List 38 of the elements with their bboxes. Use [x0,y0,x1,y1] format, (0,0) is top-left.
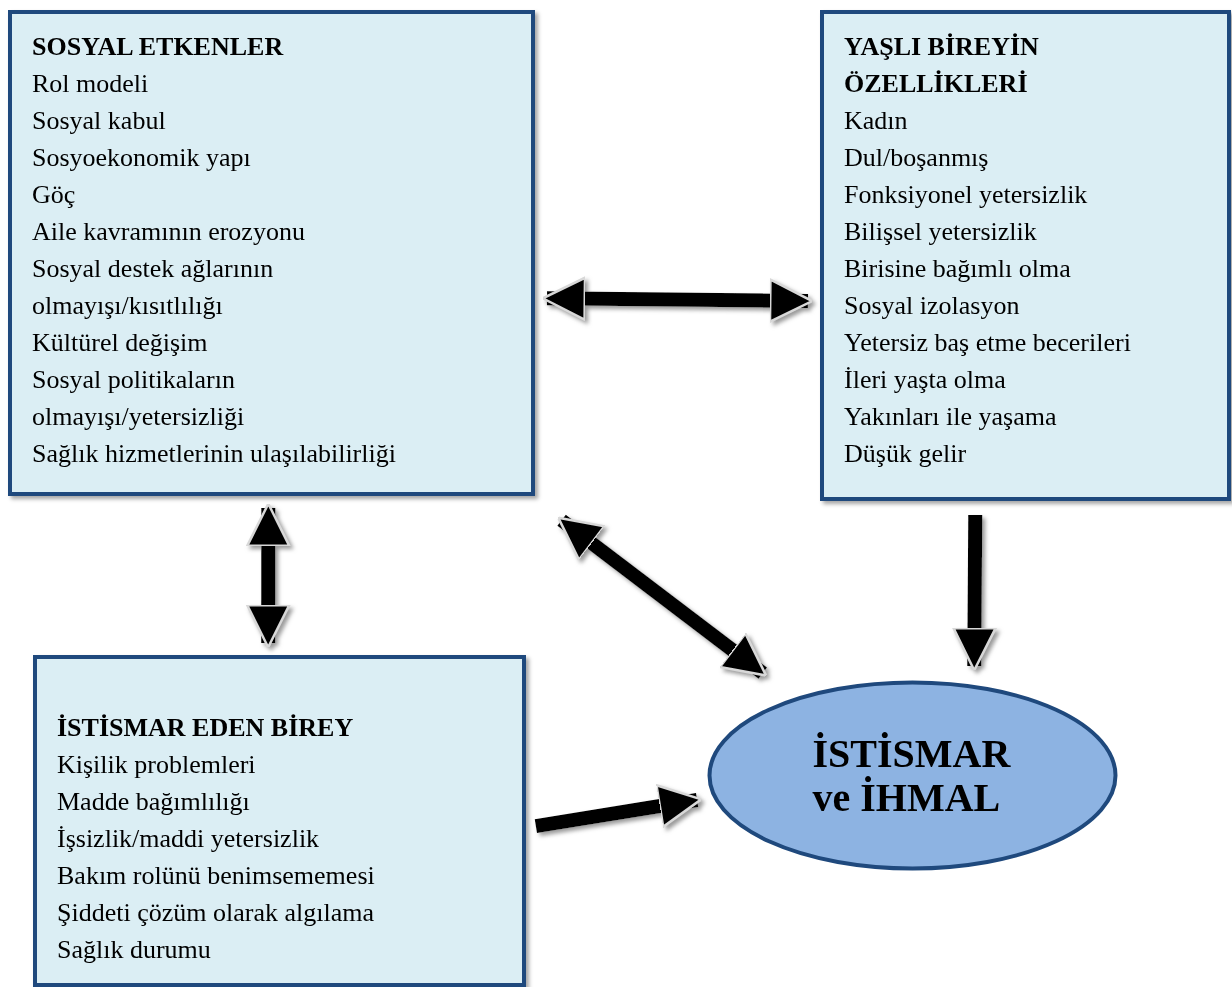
ellipse-label: İSTİSMAR ve İHMAL [812,731,1012,820]
list-item: Sosyal kabul [32,105,167,137]
box-heading: SOSYAL ETKENLER [32,31,285,63]
block-arrow [557,514,768,679]
list-item: Madde bağımlılığı [57,786,251,818]
list-item: Bilişsel yetersizlik [844,216,1038,248]
list-item: Düşük gelir [844,438,968,470]
list-item: Göç [32,179,77,211]
list-item: Sosyoekonomik yapı [32,142,252,174]
list-item: Şiddeti çözüm olarak algılama [57,897,375,929]
list-item: İşsizlik/maddi yetersizlik [57,823,321,855]
list-item: Birisine bağımlı olma [844,253,1072,285]
ellipse-node [707,680,1118,871]
block-arrow [952,514,997,672]
list-item: Kişilik problemleri [57,749,257,781]
list-item: Dul/boşanmış [844,142,990,174]
list-item: Yakınları ile yaşama [844,401,1058,433]
block-arrow [245,502,291,649]
list-item: Aile kavramının erozyonu [32,216,306,248]
list-item: İleri yaşta olma [844,364,1007,396]
list-item: Yetersiz baş etme becerileri [844,327,1132,359]
block-arrow [541,276,814,323]
list-item: Bakım rolünü benimsememesi [57,860,376,892]
list-item: Kültürel değişim [32,327,209,359]
list-item: Sosyal politikaların olmayışı/yetersizliği [32,364,246,433]
list-item: Rol modeli [32,68,150,100]
factor-box [820,10,1231,501]
factor-box [33,655,526,987]
list-item: Sosyal destek ağlarının olmayışı/kısıtlılığı [32,253,275,322]
list-item: Sağlık hizmetlerinin ulaşılabilirliği [32,438,397,470]
box-heading: YAŞLI BİREYİN ÖZELLİKLERİ [844,31,1040,100]
list-item: Sağlık durumu [57,934,212,966]
list-item: Kadın [844,105,909,137]
factor-box [8,10,535,496]
list-item: Sosyal izolasyon [844,290,1021,322]
block-arrow [534,784,703,833]
box-heading: İSTİSMAR EDEN BİREY [57,712,355,744]
list-item: Fonksiyonel yetersizlik [844,179,1089,211]
